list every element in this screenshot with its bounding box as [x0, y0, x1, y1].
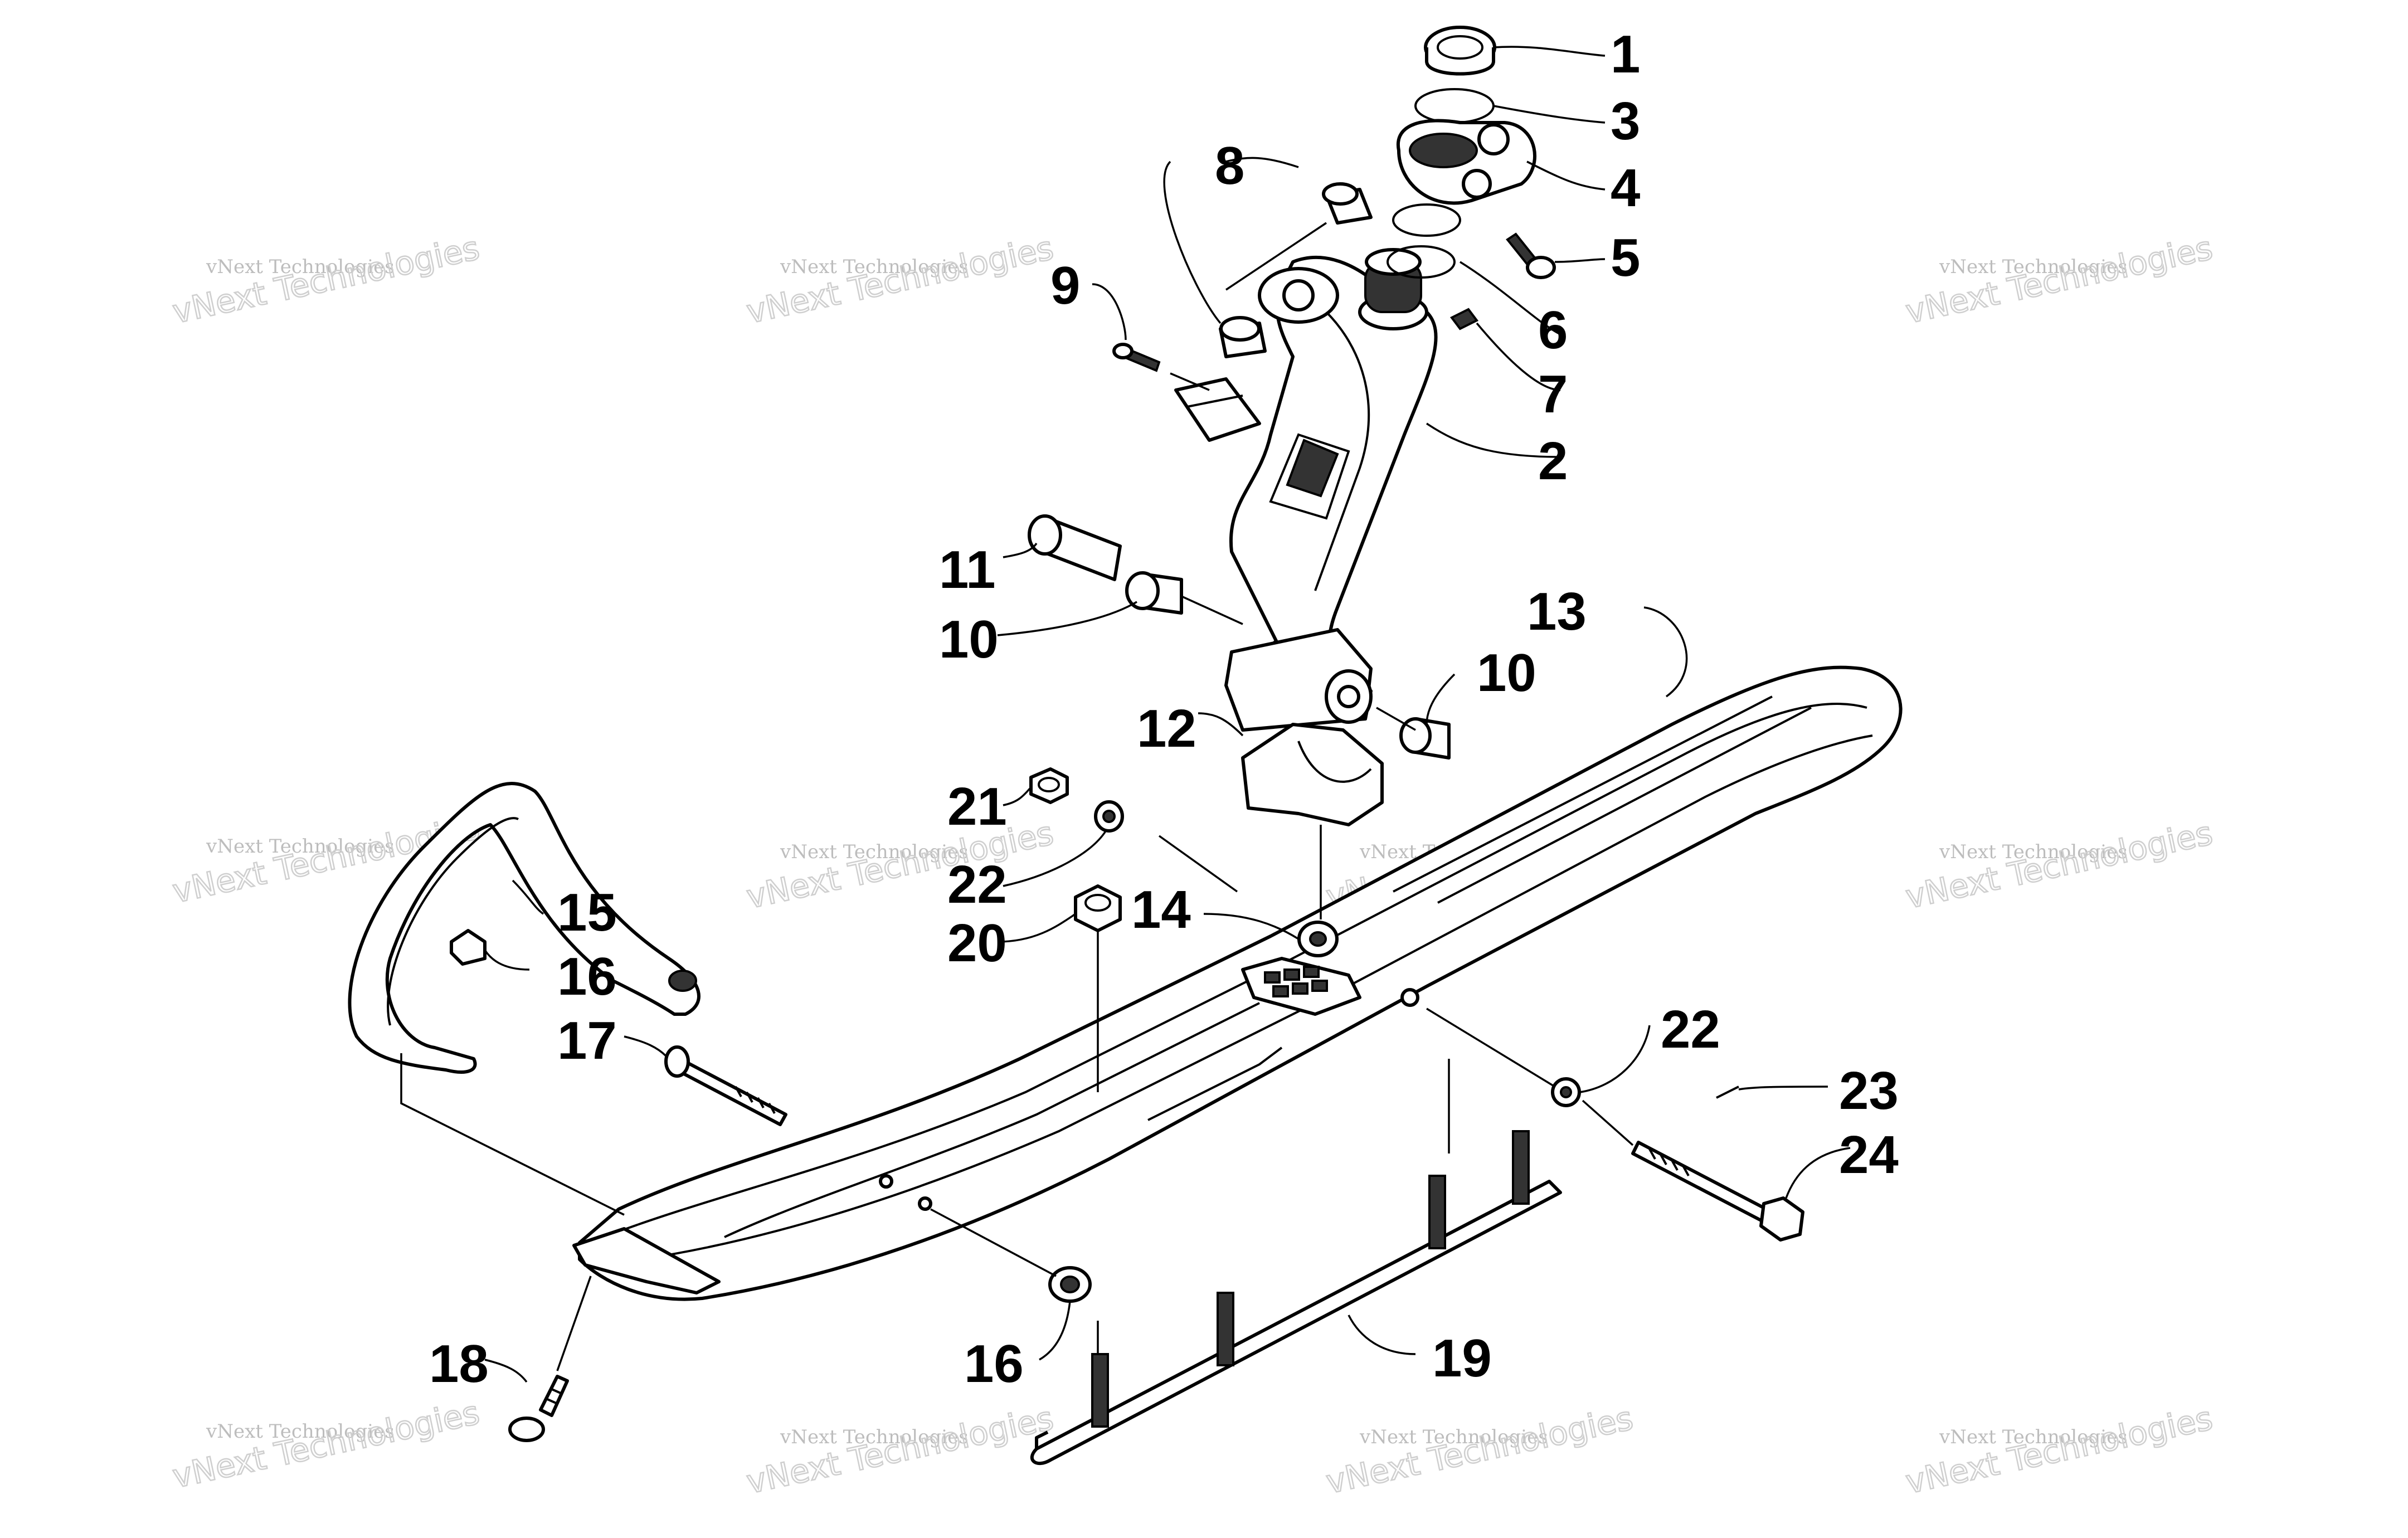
callout-16: 16 [964, 1334, 1024, 1394]
cotter-pin [1716, 1086, 1739, 1099]
bushing-8-upper [1322, 182, 1373, 225]
svg-text:vNext Technologies: vNext Technologies [743, 1399, 1057, 1501]
callout-3: 3 [1611, 91, 1640, 151]
svg-text:vNext Technologies: vNext Technologies [169, 1394, 483, 1496]
bolt-18 [508, 1375, 569, 1442]
callout-11: 11 [939, 540, 995, 600]
washer-22-lower [1551, 1077, 1581, 1107]
svg-text:vNext Technologies: vNext Technologies [780, 256, 969, 278]
svg-text:vNext Technologies: vNext Technologies [1939, 256, 2128, 278]
nut-21 [1029, 767, 1069, 804]
svg-text:vNext Technologies: vNext Technologies [743, 229, 1057, 331]
callout-15: 15 [557, 883, 617, 942]
svg-text:vNext Technologies: vNext Technologies [169, 229, 483, 331]
callout-22: 22 [947, 855, 1007, 914]
svg-text:vNext Technologies: vNext Technologies [206, 1420, 395, 1443]
washer-22-upper [1094, 800, 1124, 833]
bushing-10-left [1125, 571, 1183, 615]
callout-2: 2 [1538, 431, 1568, 491]
callout-10: 10 [1477, 643, 1536, 703]
callout-19: 19 [1432, 1328, 1492, 1388]
svg-text:vNext Technologies: vNext Technologies [206, 256, 395, 278]
svg-text:vNext Technologies: vNext Technologies [1903, 1399, 2216, 1501]
leader-lines [400, 46, 1851, 1383]
svg-text:vNext Technologies: vNext Technologies [743, 814, 1057, 916]
nut-16-lower [1048, 1266, 1092, 1303]
ski-body [572, 665, 1903, 1301]
callout-23: 23 [1839, 1061, 1899, 1121]
bolt-9 [1112, 343, 1161, 372]
saddle-block [1241, 723, 1384, 826]
bolt-17 [664, 1045, 787, 1126]
bushing-10-right [1399, 717, 1451, 760]
callout-7: 7 [1538, 364, 1568, 424]
watermark: vNext Technologies vNext Technologies [743, 1398, 1058, 1502]
svg-text:vNext Technologies: vNext Technologies [1903, 229, 2216, 331]
svg-text:vNext Technologies: vNext Technologies [1939, 1426, 2128, 1448]
wear-bar [1030, 1130, 1562, 1466]
callout-1: 1 [1611, 25, 1640, 84]
callout-17: 17 [557, 1011, 617, 1070]
svg-text:vNext Technologies: vNext Technologies [1939, 841, 2128, 863]
nut-20 [1074, 884, 1122, 932]
svg-text:vNext Technologies: vNext Technologies [780, 841, 969, 863]
spacer-11 [1028, 514, 1122, 581]
callout-21: 21 [947, 777, 1007, 836]
callout-24: 24 [1839, 1125, 1899, 1185]
saddle-grid [1264, 966, 1328, 997]
watermarks: vNext Technologies vNext Technologies vN… [169, 228, 2217, 1502]
callout-18: 18 [429, 1334, 489, 1394]
steering-arm [1396, 119, 1536, 205]
watermark: vNext Technologies vNext Technologies [1902, 813, 2217, 917]
watermark: vNext Technologies vNext Technologies [169, 228, 484, 332]
watermark: vNext Technologies vNext Technologies [169, 1393, 484, 1496]
snap-ring [1414, 88, 1495, 124]
svg-text:vNext Technologies: vNext Technologies [1359, 1426, 1548, 1448]
washer-14 [1297, 921, 1339, 957]
grease-fitting [1449, 308, 1479, 330]
callout-6: 6 [1538, 300, 1568, 360]
bolt-5 [1506, 232, 1556, 279]
callout-12: 12 [1137, 699, 1196, 758]
pad-block [1174, 377, 1261, 442]
ski-loop [348, 782, 700, 1074]
callout-14: 14 [1131, 880, 1191, 940]
watermark: vNext Technologies vNext Technologies [1902, 1398, 2217, 1502]
svg-text:vNext Technologies: vNext Technologies [206, 835, 395, 858]
svg-text:vNext Technologies: vNext Technologies [780, 1426, 969, 1448]
cap [1424, 26, 1496, 76]
cap-nut-16-upper [450, 929, 487, 966]
watermark: vNext Technologies vNext Technologies [1322, 1398, 1637, 1502]
callout-4: 4 [1611, 158, 1640, 218]
svg-text:vNext Technologies: vNext Technologies [1903, 814, 2216, 916]
bushing-8-lower [1219, 316, 1267, 358]
callout-16: 16 [557, 947, 617, 1006]
watermark: vNext Technologies vNext Technologies [743, 813, 1058, 917]
callout-10: 10 [939, 610, 999, 669]
callout-9: 9 [1050, 256, 1080, 315]
watermark: vNext Technologies vNext Technologies [743, 228, 1058, 332]
bolt-24 [1631, 1141, 1804, 1242]
callout-5: 5 [1611, 228, 1640, 288]
svg-text:vNext Technologies: vNext Technologies [1323, 1399, 1636, 1501]
callout-22: 22 [1661, 1000, 1720, 1059]
callouts: 1 3 4 5 6 7 2 8 9 11 10 13 10 12 21 22 2… [429, 25, 1899, 1394]
watermark: vNext Technologies vNext Technologies [1902, 228, 2217, 332]
callout-20: 20 [947, 913, 1007, 973]
callout-8: 8 [1215, 136, 1244, 196]
spindle [1224, 248, 1438, 732]
washers-6 [1387, 203, 1461, 279]
callout-13: 13 [1527, 582, 1587, 641]
